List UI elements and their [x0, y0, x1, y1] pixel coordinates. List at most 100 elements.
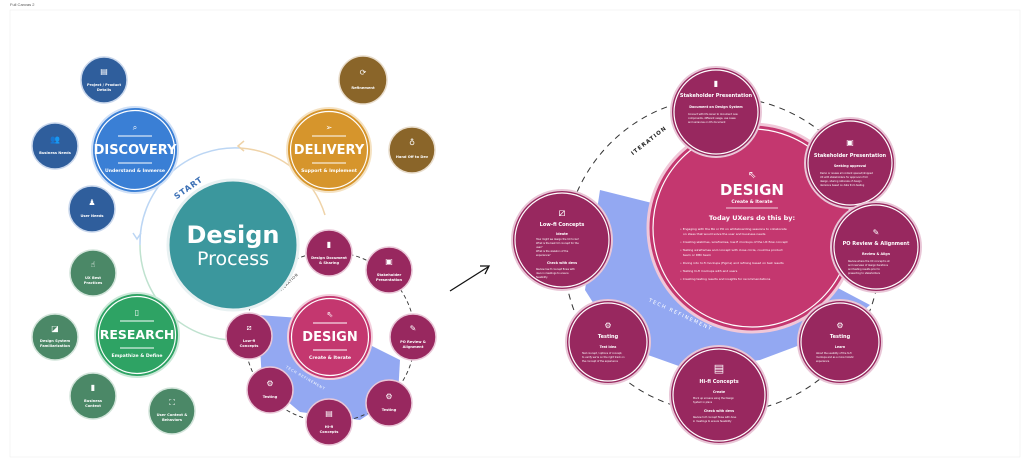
card-testing-idea[interactable]: ⚙ Testing Test idea Test concept / optio… — [565, 299, 651, 385]
card-text: Review low-fi concept flows with — [536, 268, 575, 271]
card-text: UX with stakeholders for approval of UX — [820, 176, 868, 179]
phase-title: DESIGN — [302, 330, 357, 345]
card-hifi-concepts[interactable]: ▤ Hi-fi Concepts Create Mock up screens … — [669, 345, 769, 445]
phase-research[interactable]: ▯ RESEARCH Empathize & Define — [94, 292, 180, 378]
document-icon: ▮ — [714, 79, 718, 88]
book-icon: ▯ — [135, 308, 139, 317]
design-item[interactable]: ▮ Design Document& Sharing — [305, 229, 353, 277]
card-testing-learn[interactable]: ⚙ Testing Learn About the usability of t… — [797, 299, 883, 385]
card-lofi-concepts[interactable]: ⧄ Low-fi Concepts Ideate How might we de… — [511, 189, 613, 291]
iteration-label: ITERATION — [630, 125, 668, 157]
svg-text:• Testing hi-fi mockups with e: • Testing hi-fi mockups with end users — [680, 269, 738, 273]
card-subheading: Create — [713, 390, 726, 394]
card-text: experience? — [536, 254, 551, 257]
card-text: and variances on DS document — [688, 121, 726, 124]
zoom-arrow-icon — [449, 265, 491, 292]
svg-text:• Creating testing results and: • Creating testing results and insights … — [680, 277, 771, 281]
card-title: PO Review & Alignment — [843, 241, 910, 247]
item-label: Behaviors — [162, 418, 182, 422]
card-text: and overview of design iterations — [848, 264, 889, 267]
svg-text:team or DBC team: team or DBC team — [683, 253, 711, 257]
item-label: Low-fi — [243, 339, 256, 343]
research-item[interactable]: ⛶User Context &Behaviors — [148, 387, 196, 435]
card-text: System in place — [693, 401, 713, 404]
design-process-title: Design — [187, 221, 280, 249]
item-label: PO Review & — [400, 340, 426, 344]
cycle-arrow-icon — [236, 140, 245, 152]
document-icon: ▮ — [327, 240, 331, 249]
design-heading: Today UXers do this by: — [709, 214, 795, 222]
card-subheading: Learn — [835, 345, 846, 349]
item-label: & Sharing — [319, 261, 340, 265]
card-text: the concept of the experience — [582, 360, 619, 363]
canvas-frame — [9, 9, 1021, 458]
svg-text:on ideas that would solve the: on ideas that would solve the user and b… — [683, 232, 766, 236]
design-item[interactable]: ⚙ Testing — [246, 366, 294, 414]
card-text: experience — [816, 360, 830, 363]
card-stakeholder-approval[interactable]: ▣ Stakeholder Presentation Seeking appro… — [804, 117, 896, 209]
card-subheading: Check with devs — [704, 409, 734, 413]
pen-icon: ✎ — [873, 228, 880, 237]
phase-discovery[interactable]: ⌕ DISCOVERY Understand & Immerse — [91, 106, 179, 194]
card-text: Test concept / options of concept, — [582, 352, 622, 355]
design-title: DESIGN — [720, 181, 784, 199]
wireframe-icon: ⧄ — [246, 323, 251, 332]
card-subheading: Test idea — [600, 345, 617, 349]
gears-icon: ⚙ — [836, 321, 843, 330]
card-text: mockups and as a more holistic — [816, 356, 855, 359]
cycle-icon: ⟳ — [360, 68, 367, 77]
design-item[interactable]: ⚙Testing — [365, 379, 413, 427]
svg-text:• Engaging with the BA or PO o: • Engaging with the BA or PO on whiteboa… — [680, 227, 787, 231]
card-text: Connect with DS owner to document new — [688, 113, 738, 116]
item-label: Testing — [382, 408, 397, 412]
left-diagram: ITERATION Design Process START ⌕ DISCOVE… — [31, 55, 437, 446]
cursor-icon: ⇖ — [748, 170, 756, 181]
card-text: Mock up screens using the Design — [693, 397, 734, 400]
design-item[interactable]: ✎PO Review &Alignment — [389, 313, 437, 361]
item-label: Concepts — [240, 344, 259, 348]
phase-title: DELIVERY — [294, 143, 365, 158]
item-label: Design Document — [311, 256, 347, 260]
card-text: About the usability of the hi-fi — [816, 352, 852, 355]
gears-icon: ⚙ — [266, 379, 273, 388]
card-po-review[interactable]: ✎ PO Review & Alignment Review & Align R… — [830, 201, 922, 293]
svg-text:• Creating sketches, wireframe: • Creating sketches, wireframes, low-fi … — [680, 240, 788, 244]
phase-design[interactable]: ⇖ DESIGN Create & Iterate — [287, 294, 373, 380]
item-label: Business — [84, 399, 102, 403]
card-text: user? — [536, 246, 543, 249]
card-title: Stakeholder Presentation — [814, 153, 887, 159]
card-text: How might we design the UX to be? — [536, 238, 580, 241]
card-text: Review hi-fi concept flows with devs — [693, 416, 737, 419]
phase-delivery[interactable]: ➢ DELIVERY Support & Implement — [286, 107, 372, 193]
cycle-arrow-icon — [132, 232, 142, 241]
card-text: What is the best UX concept for the — [536, 242, 579, 245]
discovery-item[interactable]: 👥Business Needs — [31, 122, 79, 170]
card-title: Testing — [598, 334, 619, 340]
delivery-item[interactable]: ♁Hand Off to Dev — [388, 126, 436, 174]
card-text: components, different usage, use cases — [688, 117, 736, 120]
design-detail-circle[interactable]: ⇖ DESIGN Create & Iterate Today UXers do… — [646, 122, 858, 334]
design-bullets: • Engaging with the BA or PO on whiteboa… — [680, 227, 788, 281]
card-text: decisions based on data from testing — [820, 184, 865, 187]
card-stakeholder-documentation[interactable]: ▮ Stakeholder Presentation Document on D… — [670, 66, 762, 158]
item-label: Details — [97, 88, 111, 92]
item-label: User Needs — [80, 214, 103, 218]
phase-subtitle: Create & Iterate — [309, 355, 351, 361]
user-icon: ♟ — [88, 198, 95, 207]
people-icon: 👥 — [50, 135, 60, 144]
card-text: design, sharing rationale of design — [820, 180, 862, 183]
card-subheading: Document on Design System — [689, 105, 743, 109]
delivery-item[interactable]: ⟳Refinement — [338, 55, 388, 105]
item-label: Testing — [263, 395, 278, 399]
card-subheading: Seeking approval — [834, 164, 866, 168]
discovery-item[interactable]: ♟ User Needs — [68, 185, 116, 233]
presentation-icon: ▣ — [846, 138, 854, 147]
item-label: Project / Product — [87, 83, 121, 87]
